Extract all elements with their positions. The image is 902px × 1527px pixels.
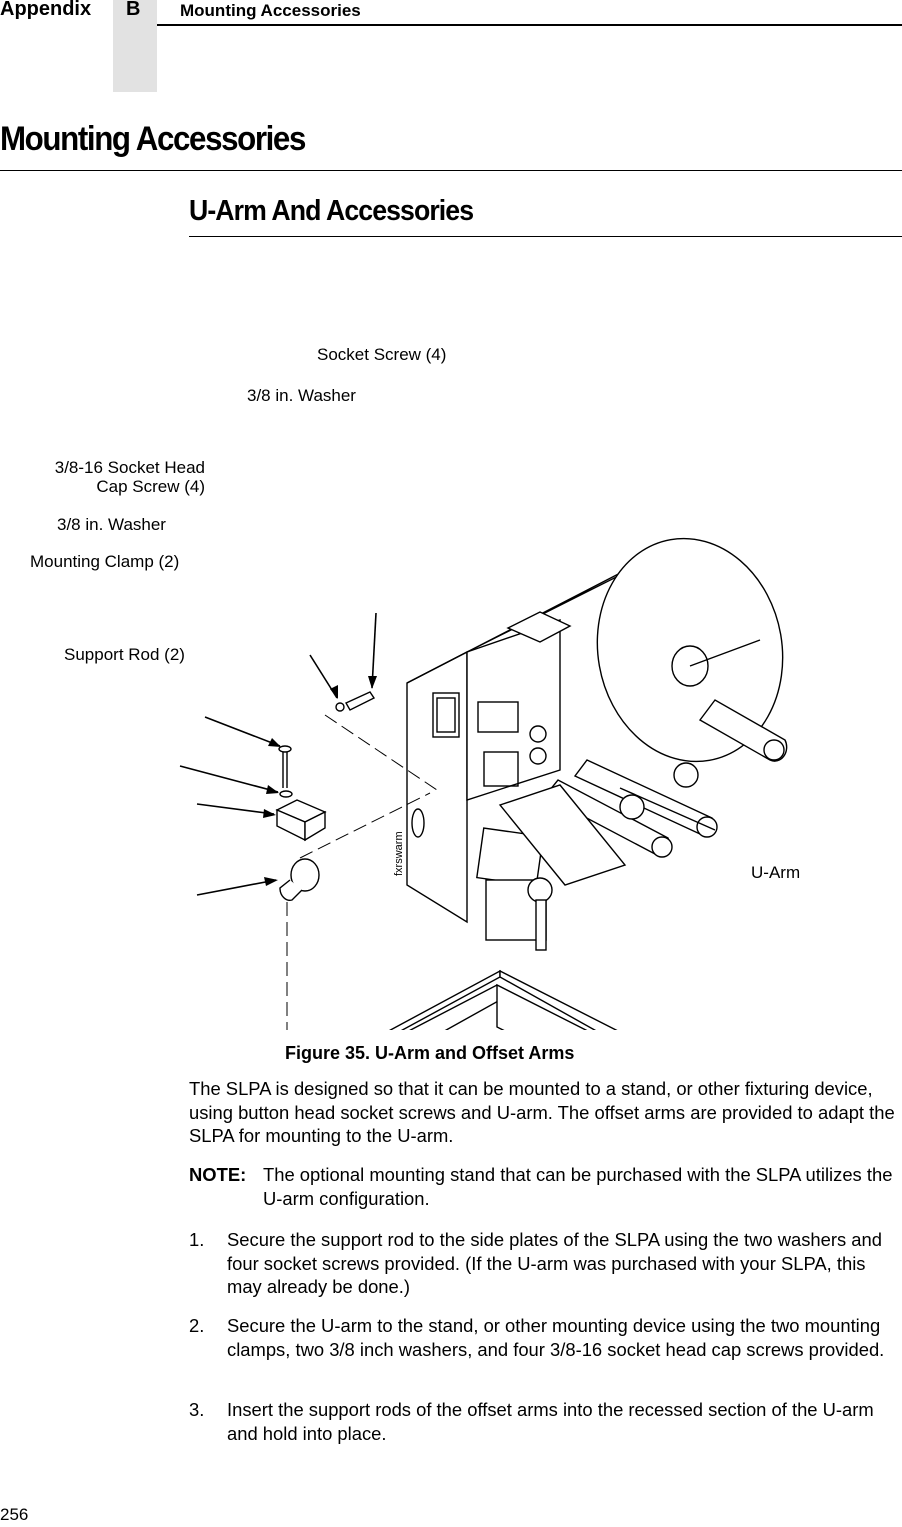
figure-u-arm: fxrswarm Socket Screw (4) 3/8 in. Washer… xyxy=(0,240,902,1030)
appendix-letter: B xyxy=(126,0,141,20)
printer-front-panel xyxy=(466,619,561,801)
page-title: Mounting Accessories xyxy=(0,120,306,158)
step-text: Secure the support rod to the side plate… xyxy=(227,1229,882,1297)
header-appendix-label: Appendix xyxy=(0,0,92,20)
callout-washer-left: 3/8 in. Washer xyxy=(57,515,166,534)
rollers xyxy=(543,699,788,858)
hardware xyxy=(275,691,376,901)
page-number: 256 xyxy=(0,1505,29,1524)
side-panel-slot xyxy=(411,808,425,838)
note: NOTE: The optional mounting stand that c… xyxy=(189,1163,901,1210)
leader-lines xyxy=(179,612,377,896)
header-section-title: Mounting Accessories xyxy=(180,1,361,20)
side-panel-window xyxy=(436,697,456,733)
callout-cap-screw-line1: 3/8-16 Socket Head xyxy=(54,458,205,477)
section-rule xyxy=(189,236,902,237)
list-item: 2. Secure the U-arm to the stand, or oth… xyxy=(189,1314,901,1361)
u-arm xyxy=(389,969,618,1030)
appendix-tab: B xyxy=(113,0,157,92)
printhead-assembly xyxy=(476,784,627,951)
spool-axle xyxy=(689,639,761,667)
callout-socket-screw: Socket Screw (4) xyxy=(317,345,447,364)
control-dial-1 xyxy=(529,725,547,743)
callout-mounting-clamp: Mounting Clamp (2) xyxy=(30,552,180,571)
note-label: NOTE: xyxy=(189,1164,247,1185)
alignment-lines xyxy=(286,714,441,1030)
figure-caption: Figure 35. U-Arm and Offset Arms xyxy=(285,1043,575,1063)
callout-cap-screw-line2: Cap Screw (4) xyxy=(96,477,205,496)
control-display xyxy=(477,701,519,733)
title-rule xyxy=(0,170,902,171)
step-text: Secure the U-arm to the stand, or other … xyxy=(227,1315,885,1360)
note-text: The optional mounting stand that can be … xyxy=(263,1164,893,1209)
step-number: 2. xyxy=(189,1315,205,1336)
figure-drawing: fxrswarm xyxy=(179,537,788,1030)
intro-paragraph: The SLPA is designed so that it can be m… xyxy=(189,1078,895,1146)
callout-cap-screw: 3/8-16 Socket Head Cap Screw (4) xyxy=(38,458,205,496)
step-number: 1. xyxy=(189,1229,205,1250)
callout-support-rod: Support Rod (2) xyxy=(64,645,185,664)
section-title: U-Arm And Accessories xyxy=(189,195,474,227)
leader-arrowheads xyxy=(263,676,377,886)
figure-side-label: fxrswarm xyxy=(393,831,405,876)
step-number: 3. xyxy=(189,1399,205,1420)
callout-washer-top: 3/8 in. Washer xyxy=(247,386,356,405)
control-dial-2 xyxy=(529,747,547,765)
header-rule xyxy=(157,24,902,26)
control-keypad xyxy=(483,751,519,787)
side-panel-cutout xyxy=(432,692,460,738)
list-item: 3. Insert the support rods of the offset… xyxy=(189,1398,901,1445)
list-item: 1. Secure the support rod to the side pl… xyxy=(189,1228,901,1299)
top-bracket xyxy=(506,611,572,643)
callout-u-arm: U-Arm xyxy=(751,863,801,882)
step-text: Insert the support rods of the offset ar… xyxy=(227,1399,874,1444)
